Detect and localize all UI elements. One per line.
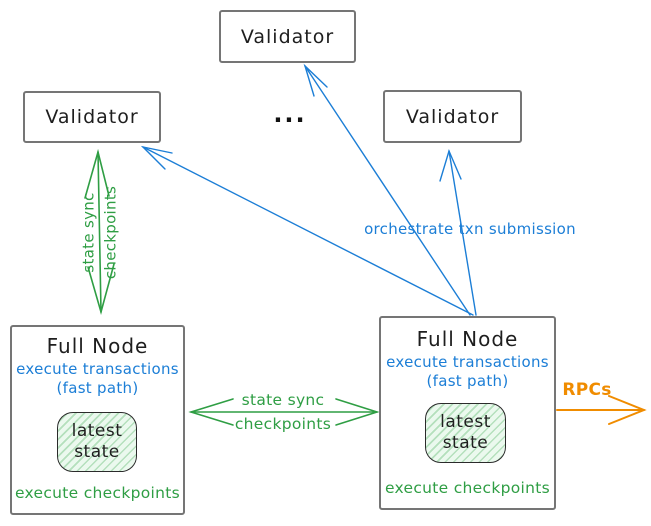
arrowhead-rpcs xyxy=(608,395,647,425)
orchestrate-line-to-top-validator xyxy=(304,65,471,316)
full-node-right-box: Full Node execute transactions (fast pat… xyxy=(379,316,556,510)
full-node-left-footer: execute checkpoints xyxy=(14,484,181,502)
state-sync-horizontal-label-line2: checkpoints xyxy=(234,415,332,433)
latest-state-right-box: latest state xyxy=(425,403,506,463)
full-node-right-title: Full Node xyxy=(416,327,519,351)
arrowhead-right-validator xyxy=(439,148,462,182)
validator-right-label: Validator xyxy=(405,105,500,128)
latest-state-right-line2: state xyxy=(442,433,489,453)
full-node-right-footer: execute checkpoints xyxy=(384,479,551,497)
arrowhead-right xyxy=(335,398,380,426)
full-node-left-title: Full Node xyxy=(46,334,149,358)
latest-state-left-line2: state xyxy=(74,442,120,462)
arrowhead-down xyxy=(87,263,115,315)
validator-top-box: Validator xyxy=(219,10,356,63)
validators-ellipsis: ... xyxy=(273,100,307,128)
latest-state-left-line1: latest xyxy=(71,420,123,441)
orchestrate-arrows xyxy=(140,63,477,316)
arrowhead-left-validator xyxy=(140,145,173,170)
state-sync-vertical-label-line1: state sync xyxy=(79,192,98,273)
state-sync-vertical-arrow xyxy=(84,148,115,315)
state-sync-horizontal-arrow xyxy=(188,398,380,426)
full-node-left-exec-line1: execute transactions xyxy=(16,360,179,378)
full-node-left-box: Full Node execute transactions (fast pat… xyxy=(10,325,185,515)
rpcs-label: RPCs xyxy=(562,380,612,400)
validator-top-label: Validator xyxy=(240,25,335,48)
rpcs-arrow xyxy=(556,395,647,425)
state-sync-vertical-label-line2: checkpoints xyxy=(101,185,120,280)
orchestrate-line-to-right-validator xyxy=(448,150,477,316)
state-sync-vertical-line xyxy=(97,151,102,313)
state-sync-horizontal-label-line1: state sync xyxy=(241,391,325,409)
full-node-left-exec-line2: (fast path) xyxy=(56,379,139,397)
validator-left-label: Validator xyxy=(45,106,139,128)
full-node-right-exec-line1: execute transactions xyxy=(386,353,549,371)
latest-state-right-line1: latest xyxy=(440,411,491,432)
orchestrate-line-to-left-validator xyxy=(142,146,474,316)
validator-right-box: Validator xyxy=(383,90,522,143)
validator-left-box: Validator xyxy=(23,91,161,143)
arrowhead-up xyxy=(84,148,110,199)
orchestrate-label: orchestrate txn submission xyxy=(364,220,576,238)
arrowhead-left xyxy=(188,398,234,426)
arrowhead-top-validator xyxy=(303,63,328,97)
latest-state-left-box: latest state xyxy=(57,412,137,472)
full-node-right-exec-line2: (fast path) xyxy=(426,372,509,390)
